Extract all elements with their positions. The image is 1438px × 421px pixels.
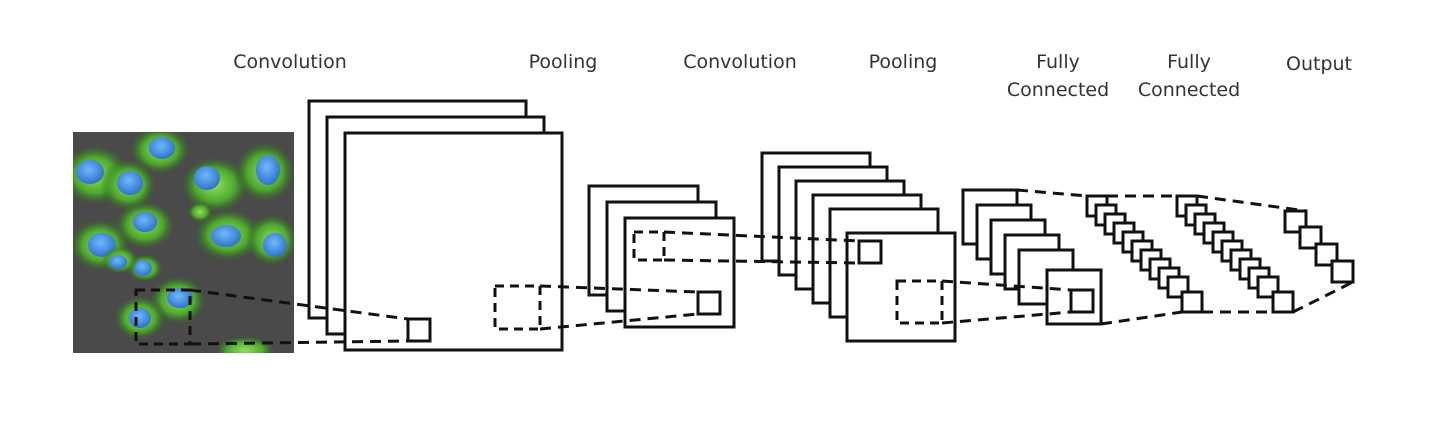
receptive-field-boxes — [134, 230, 1095, 346]
pool2-feature-maps — [961, 188, 1103, 326]
pool1-conv-window — [632, 230, 666, 262]
label-fully-connected-1-line1: Fully — [1036, 51, 1080, 73]
output-neurons — [1283, 209, 1355, 284]
fully-connected-2-neurons — [1175, 194, 1295, 314]
projection-lines — [189, 188, 1354, 346]
conv1-feature-maps — [307, 99, 564, 352]
label-fully-connected-1-line2: Connected — [1007, 79, 1109, 101]
label-fully-connected-2-line2: Connected — [1138, 79, 1240, 101]
pool1-output-unit — [696, 290, 722, 316]
conv2-output-unit — [857, 239, 883, 265]
input-receptive-field — [134, 288, 192, 346]
label-pooling-1: Pooling — [529, 51, 598, 73]
label-convolution-1: Convolution — [233, 51, 347, 73]
label-convolution-2: Convolution — [683, 51, 797, 73]
pool1-feature-maps — [587, 184, 736, 329]
label-fully-connected-2-line1: Fully — [1167, 51, 1211, 73]
conv2-pool-window — [895, 279, 944, 325]
pool2-output-unit — [1069, 288, 1095, 314]
conv1-output-unit — [406, 317, 432, 343]
label-pooling-2: Pooling — [869, 51, 938, 73]
cell-cluster — [73, 132, 294, 353]
input-image — [73, 132, 294, 353]
label-output: Output — [1286, 53, 1352, 75]
conv1-pool-window — [493, 284, 542, 331]
fully-connected-1-neurons — [1085, 194, 1204, 314]
